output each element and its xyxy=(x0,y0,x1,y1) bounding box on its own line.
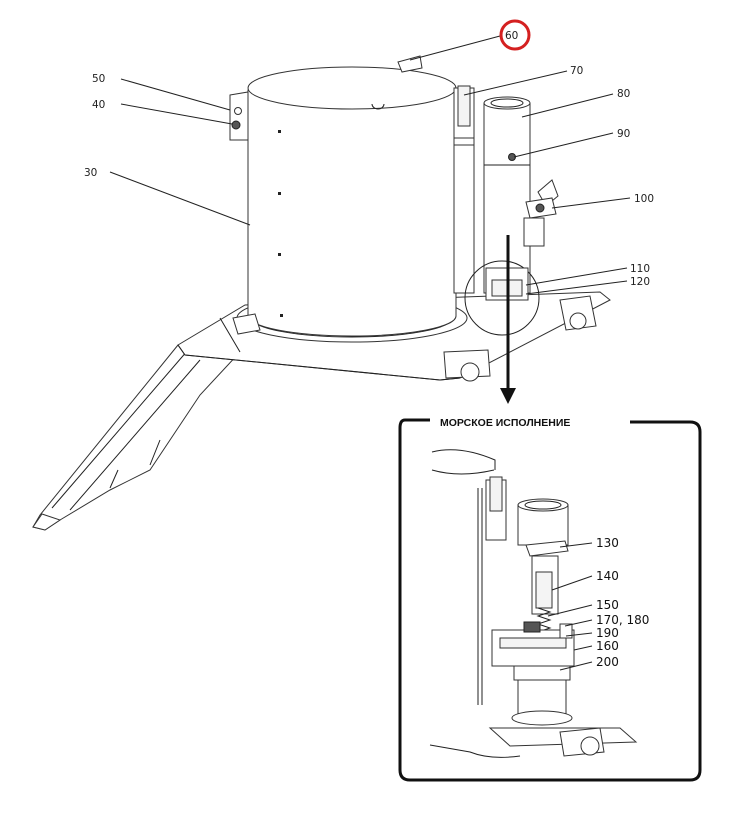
label-150: 150 xyxy=(596,598,619,612)
chute xyxy=(32,344,242,531)
label-90: 90 xyxy=(617,128,630,140)
support-post xyxy=(453,85,475,294)
detail-circle xyxy=(464,260,540,336)
label-120: 120 xyxy=(630,276,650,288)
label-80: 80 xyxy=(617,88,630,100)
roller-feet xyxy=(232,295,597,382)
latch xyxy=(523,179,559,247)
label-30: 30 xyxy=(84,167,97,179)
label-100: 100 xyxy=(634,193,654,205)
label-170-180: 170, 180 xyxy=(596,613,649,627)
inset-title: МОРСКОЕ ИСПОЛНЕНИЕ xyxy=(440,417,570,429)
label-110: 110 xyxy=(630,263,650,275)
inset-panel: МОРСКОЕ ИСПОЛНЕНИЕ xyxy=(398,417,702,782)
label-70: 70 xyxy=(570,65,583,77)
detail-arrow xyxy=(500,235,516,404)
label-160: 160 xyxy=(596,639,619,653)
top-clip xyxy=(397,55,423,73)
main-assembly: 50 40 30 60 70 80 90 100 110 120 xyxy=(32,19,654,531)
label-50: 50 xyxy=(92,73,105,85)
main-cylinder xyxy=(247,66,457,337)
inset-drawing xyxy=(429,449,638,758)
label-40: 40 xyxy=(92,99,105,111)
label-140: 140 xyxy=(596,569,619,583)
leader-lines-inset xyxy=(547,542,593,671)
leader-lines-main xyxy=(109,35,631,295)
mount-bracket xyxy=(229,91,249,141)
highlight-ring xyxy=(499,19,531,51)
label-60: 60 xyxy=(505,30,518,42)
label-130: 130 xyxy=(596,536,619,550)
label-190: 190 xyxy=(596,626,619,640)
label-200: 200 xyxy=(596,655,619,669)
